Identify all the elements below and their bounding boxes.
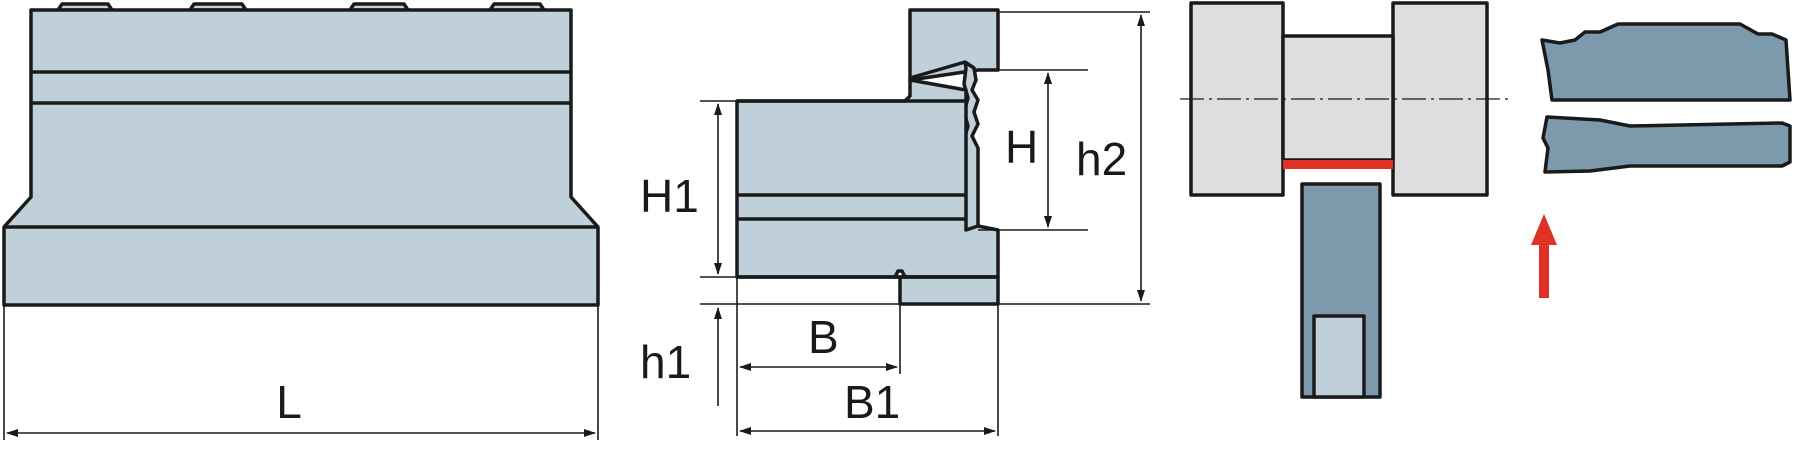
- front-view: L: [2, 2, 600, 440]
- base-plate: [898, 275, 1000, 306]
- label-h: H: [1005, 121, 1038, 173]
- label-h1-lower: h1: [640, 336, 691, 388]
- blade-upper: [1540, 22, 1792, 102]
- label-l: L: [276, 376, 302, 428]
- blade-lower: [1541, 115, 1792, 174]
- side-view: H1 H h2 h1 B B1: [640, 8, 1150, 436]
- blade-edge: [909, 60, 966, 80]
- feed-direction-arrow-icon: [1531, 214, 1557, 298]
- label-h2: h2: [1076, 133, 1127, 185]
- label-b1: B1: [844, 376, 900, 428]
- blade-block-body: [2, 8, 600, 307]
- connector-block: [1281, 34, 1395, 162]
- red-highlight-edge: [1283, 160, 1393, 169]
- assembly-schematic: [1180, 1, 1792, 399]
- label-h1: H1: [640, 170, 699, 222]
- main-block: [735, 78, 1000, 279]
- insert-slot: [1312, 314, 1366, 399]
- label-b: B: [808, 311, 839, 363]
